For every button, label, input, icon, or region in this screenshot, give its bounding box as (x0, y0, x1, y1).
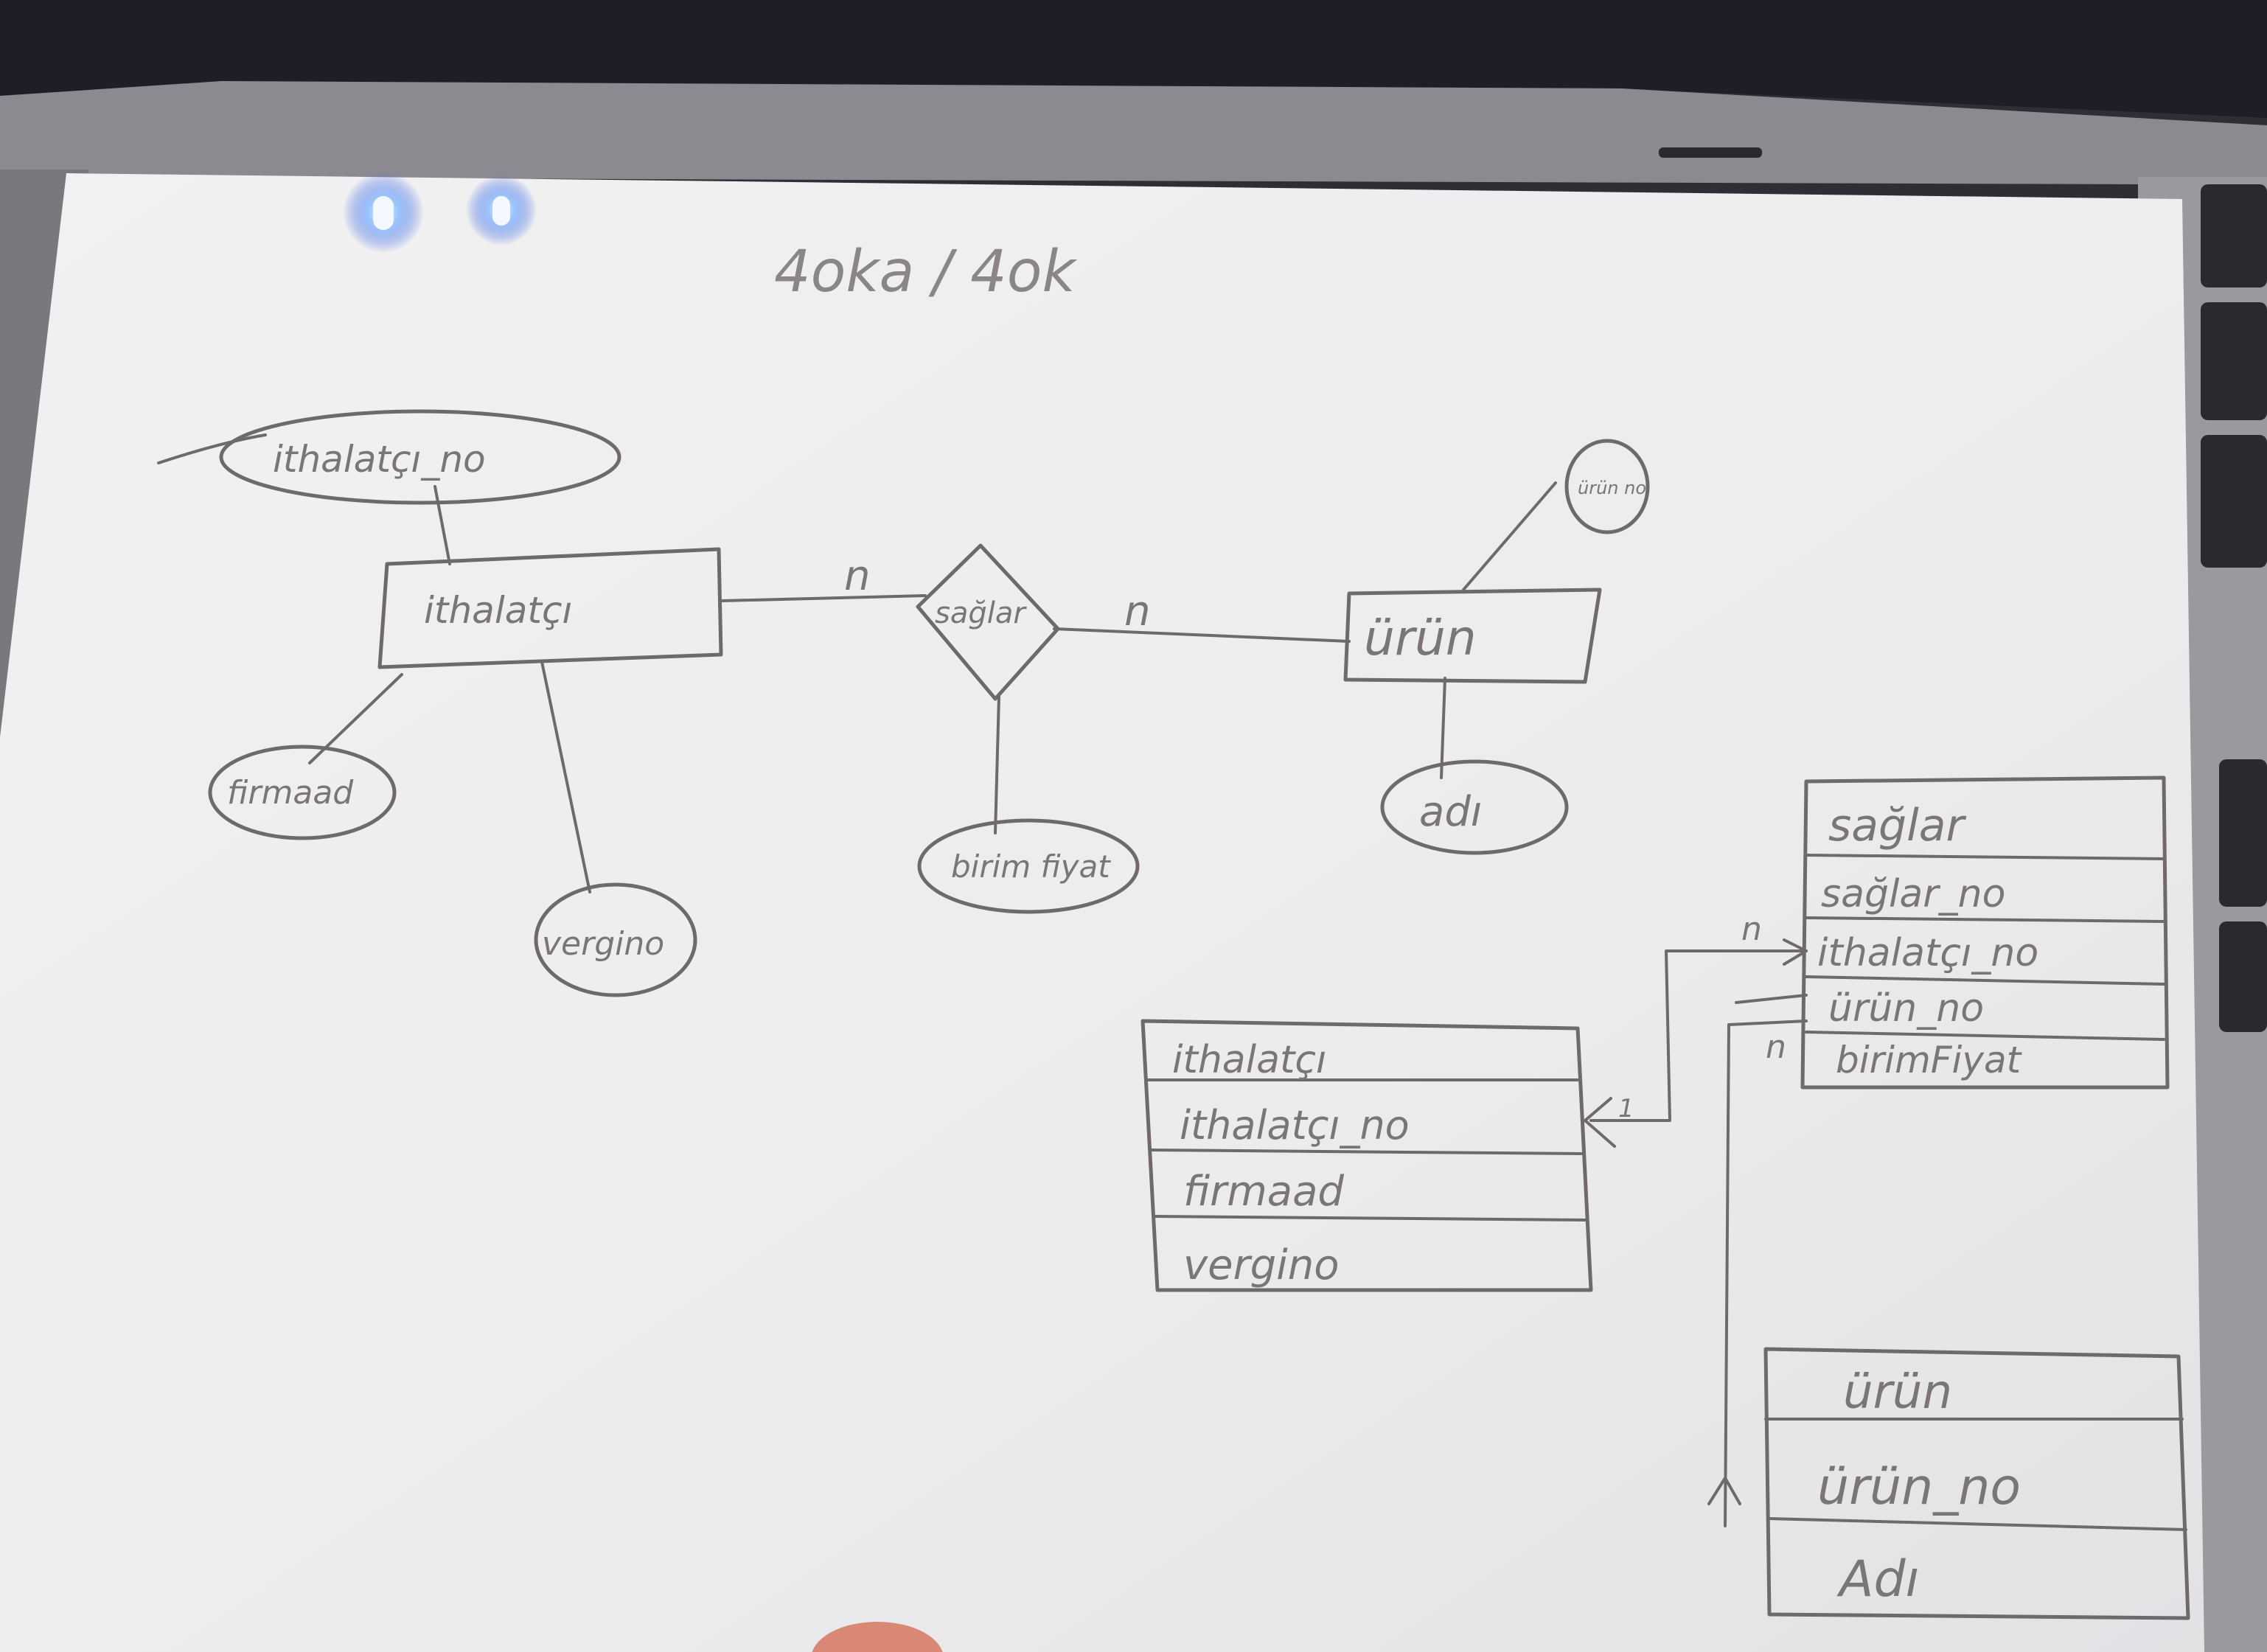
attr-adi-label: adı (1419, 788, 1482, 836)
cardinality-left: n (844, 552, 871, 600)
table-urun: ürün ürün_no Adı (1763, 1347, 2190, 1620)
table-ithalatci-field-3: vergino (1183, 1241, 1339, 1289)
finger (812, 1622, 943, 1652)
paper-sheet (0, 173, 2204, 1652)
attr-ithalatci-no: ithalatçı_no (157, 409, 621, 505)
attr-birim-fiyat: birim fiyat (917, 818, 1140, 914)
attr-firma-ad-label: firmaad (227, 774, 354, 812)
attr-vergi-no-label: vergino (542, 925, 664, 963)
attr-firma-ad: firmaad (208, 745, 397, 840)
table-ithalatci-title: ithalatçı (1172, 1038, 1326, 1082)
entity-urun-label: ürün (1364, 610, 1477, 666)
table-saglar-field-4: birimFiyat (1836, 1039, 2023, 1081)
table-ithalatci-field-1: ithalatçı_no (1180, 1102, 1410, 1149)
table-ithalatci: ithalatçı ithalatçı_no firmaad vergino (1141, 1019, 1593, 1292)
table-saglar-field-1: sağlar_no (1821, 872, 2005, 916)
entity-ithalatci-label: ithalatçı (424, 589, 572, 632)
led-reflections (343, 172, 537, 253)
fk-arrows (1584, 938, 1808, 1527)
fk-one-label: 1 (1618, 1094, 1634, 1123)
relationship-saglar: sağlar (916, 543, 1060, 701)
table-urun-title: ürün (1843, 1365, 1952, 1420)
attr-ithalatci-no-label: ithalatçı_no (273, 438, 486, 481)
attr-urun-no: ürün no (1564, 439, 1650, 534)
table-ithalatci-field-2: firmaad (1183, 1168, 1344, 1216)
er-connectors (308, 481, 1557, 893)
relationship-label: sağlar (935, 596, 1027, 630)
table-saglar-field-3: ürün_no (1828, 986, 1984, 1031)
table-urun-field-1: ürün_no (1817, 1458, 2021, 1516)
er-diagram: n n ithalatçı sağlar ürün ithalatçı_no f… (157, 409, 1650, 997)
table-saglar: sağlar sağlar_no ithalatçı_no ürün_no bi… (1800, 776, 2170, 1090)
attr-birim-fiyat-label: birim fiyat (951, 848, 1111, 885)
keyboard-keys (2201, 184, 2267, 1032)
attr-urun-no-label: ürün no (1578, 478, 1646, 498)
table-urun-field-2: Adı (1836, 1550, 1920, 1609)
entity-urun: ürün (1343, 588, 1602, 684)
cardinality-right: n (1124, 588, 1151, 635)
page-title: 4oka / 4ok (774, 239, 1078, 305)
entity-ithalatci: ithalatçı (377, 547, 723, 669)
table-saglar-field-2: ithalatçı_no (1817, 931, 2038, 975)
attr-adi: adı (1380, 759, 1569, 855)
table-saglar-title: sağlar (1828, 800, 1967, 851)
fk-many-urun-label: n (1766, 1028, 1786, 1066)
relational-schema: sağlar sağlar_no ithalatçı_no ürün_no bi… (1141, 776, 2190, 1620)
fk-many-ithalatci-label: n (1741, 910, 1762, 948)
attr-vergi-no: vergino (534, 882, 697, 997)
